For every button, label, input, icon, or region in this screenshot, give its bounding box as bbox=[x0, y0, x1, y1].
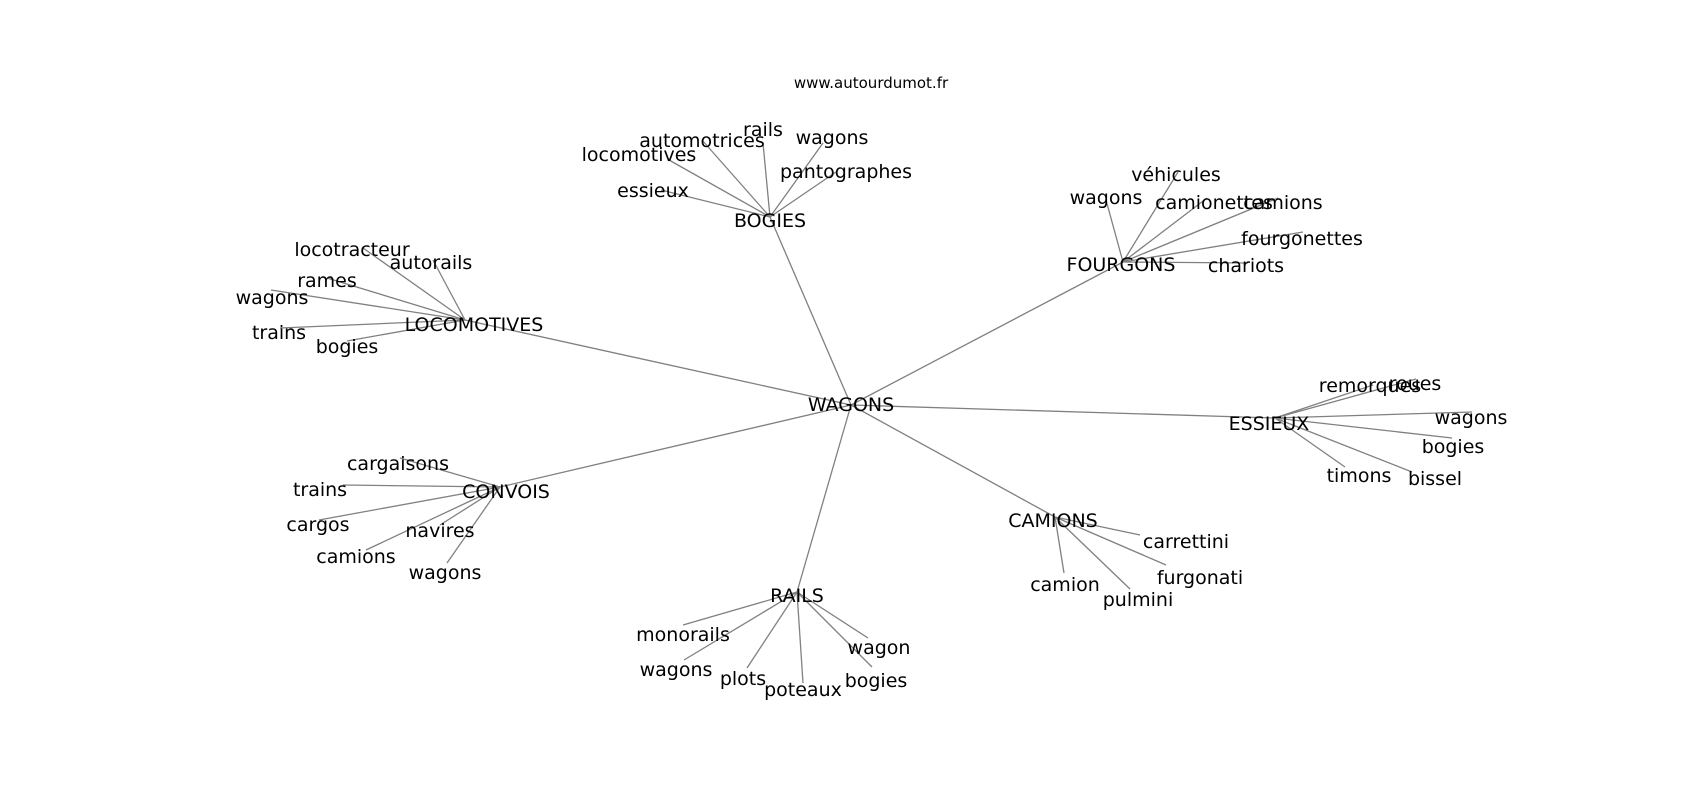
leaf-node-fourgons-camionettes: camionettes bbox=[1155, 192, 1273, 214]
edge-center-fourgons bbox=[850, 261, 1124, 406]
edge-center-essieux bbox=[850, 404, 1276, 419]
edge-camions-camion bbox=[1054, 516, 1065, 574]
edge-locomotives-bogies bbox=[346, 319, 466, 342]
hub-node-essieux: ESSIEUX bbox=[1229, 413, 1310, 435]
edge-essieux-bissel bbox=[1274, 417, 1413, 473]
edge-bogies-rails bbox=[762, 142, 771, 218]
hub-node-locomotives: LOCOMOTIVES bbox=[405, 314, 544, 336]
edge-fourgons-fourgonettes bbox=[1122, 231, 1304, 263]
leaf-node-locomotives-locotracteur: locotracteur bbox=[294, 239, 410, 261]
hub-node-fourgons: FOURGONS bbox=[1067, 254, 1176, 276]
edge-bogies-automotrices bbox=[701, 139, 771, 218]
leaf-node-convois-cargaisons: cargaisons bbox=[347, 453, 449, 475]
edge-rails-monorails bbox=[682, 591, 798, 626]
hub-node-camions: CAMIONS bbox=[1008, 510, 1098, 532]
edge-fourgons-vehicules bbox=[1122, 171, 1179, 263]
edge-essieux-remorques bbox=[1274, 384, 1374, 419]
leaf-node-camions-furgonati: furgonati bbox=[1157, 567, 1243, 589]
edge-locomotives-trains bbox=[279, 319, 466, 329]
leaf-node-convois-trains: trains bbox=[293, 479, 347, 501]
edge-essieux-roues bbox=[1274, 378, 1417, 419]
edge-convois-cargaisons bbox=[399, 457, 501, 488]
leaf-node-rails-poteaux: poteaux bbox=[764, 679, 842, 701]
edge-fourgons-camions bbox=[1122, 197, 1279, 263]
edge-convois-cargos bbox=[318, 486, 501, 521]
leaf-node-locomotives-trains: trains bbox=[252, 322, 306, 344]
leaf-node-camions-pulmini: pulmini bbox=[1103, 589, 1174, 611]
hub-node-bogies: BOGIES bbox=[734, 210, 806, 232]
edge-locomotives-wagons bbox=[270, 289, 466, 321]
edge-essieux-timons bbox=[1274, 417, 1346, 468]
leaf-node-convois-wagons: wagons bbox=[409, 562, 482, 584]
edge-fourgons-camionettes bbox=[1122, 197, 1208, 263]
leaf-node-rails-bogies: bogies bbox=[845, 670, 908, 692]
edge-rails-wagon bbox=[796, 591, 869, 639]
edge-center-convois bbox=[499, 404, 852, 488]
leaf-node-rails-monorails: monorails bbox=[636, 624, 730, 646]
edge-locomotives-locotracteur bbox=[362, 247, 466, 321]
leaf-node-locomotives-bogies: bogies bbox=[316, 336, 379, 358]
edge-bogies-locomotives bbox=[668, 159, 771, 218]
leaf-node-fourgons-fourgonettes: fourgonettes bbox=[1241, 228, 1363, 250]
edge-rails-bogies bbox=[796, 591, 873, 668]
center-node-label: WAGONS bbox=[808, 394, 894, 416]
leaf-node-fourgons-vehicules: véhicules bbox=[1131, 164, 1221, 186]
edge-bogies-essieux bbox=[660, 189, 771, 218]
edge-rails-plots bbox=[746, 591, 798, 669]
leaf-node-essieux-wagons: wagons bbox=[1435, 407, 1508, 429]
edge-camions-furgonati bbox=[1054, 516, 1167, 566]
leaf-node-essieux-bissel: bissel bbox=[1408, 468, 1462, 490]
edge-convois-wagons bbox=[446, 486, 501, 564]
edge-convois-navires bbox=[439, 486, 501, 526]
edge-camions-pulmini bbox=[1054, 516, 1131, 590]
source-label: www.autourdumot.fr bbox=[794, 74, 949, 92]
hub-node-rails: RAILS bbox=[770, 585, 824, 607]
edge-essieux-bogies bbox=[1274, 417, 1453, 439]
leaf-node-bogies-pantographes: pantographes bbox=[780, 161, 912, 183]
edge-fourgons-wagons bbox=[1105, 199, 1124, 263]
leaf-node-convois-navires: navires bbox=[405, 520, 474, 542]
leaf-node-essieux-roues: roues bbox=[1389, 373, 1442, 395]
leaf-node-fourgons-wagons: wagons bbox=[1070, 187, 1143, 209]
edge-locomotives-rames bbox=[326, 277, 466, 321]
leaf-node-bogies-rails: rails bbox=[743, 119, 783, 141]
leaf-node-essieux-bogies: bogies bbox=[1422, 436, 1485, 458]
edges-layer bbox=[270, 139, 1473, 684]
hub-node-convois: CONVOIS bbox=[462, 481, 550, 503]
edge-center-camions bbox=[850, 404, 1056, 518]
leaf-node-convois-camions: camions bbox=[316, 546, 395, 568]
leaf-node-essieux-remorques: remorques bbox=[1319, 375, 1421, 397]
edge-center-bogies bbox=[769, 216, 852, 406]
leaf-node-bogies-wagons: wagons bbox=[796, 127, 869, 149]
leaf-node-rails-wagon: wagon bbox=[848, 637, 911, 659]
edge-fourgons-chariots bbox=[1122, 261, 1249, 264]
edge-bogies-pantographes bbox=[769, 171, 837, 218]
leaf-node-locomotives-rames: rames bbox=[297, 270, 357, 292]
leaf-node-rails-plots: plots bbox=[720, 668, 766, 690]
leaf-node-camions-camion: camion bbox=[1030, 574, 1100, 596]
edge-bogies-wagons bbox=[769, 142, 824, 218]
leaf-node-fourgons-chariots: chariots bbox=[1208, 255, 1284, 277]
edge-essieux-wagons bbox=[1274, 411, 1473, 419]
leaf-node-locomotives-wagons: wagons bbox=[236, 287, 309, 309]
leaf-node-camions-carrettini: carrettini bbox=[1143, 531, 1229, 553]
edge-convois-trains bbox=[342, 484, 501, 488]
leaf-node-bogies-locomotives: locomotives bbox=[582, 144, 697, 166]
edge-center-rails bbox=[796, 404, 852, 593]
leaf-node-essieux-timons: timons bbox=[1327, 465, 1392, 487]
edge-locomotives-autorails bbox=[432, 259, 466, 321]
edge-convois-camions bbox=[365, 486, 501, 551]
leaf-node-fourgons-camions: camions bbox=[1243, 192, 1322, 214]
edge-center-locomotives bbox=[464, 319, 852, 406]
edge-rails-wagons bbox=[683, 591, 798, 661]
leaf-node-bogies-essieux: essieux bbox=[617, 180, 689, 202]
edge-rails-poteaux bbox=[796, 591, 804, 684]
leaf-node-rails-wagons: wagons bbox=[640, 659, 713, 681]
leaf-node-locomotives-autorails: autorails bbox=[390, 252, 473, 274]
leaf-node-convois-cargos: cargos bbox=[286, 514, 349, 536]
leaf-node-bogies-automotrices: automotrices bbox=[639, 130, 764, 152]
edge-camions-carrettini bbox=[1054, 516, 1141, 536]
